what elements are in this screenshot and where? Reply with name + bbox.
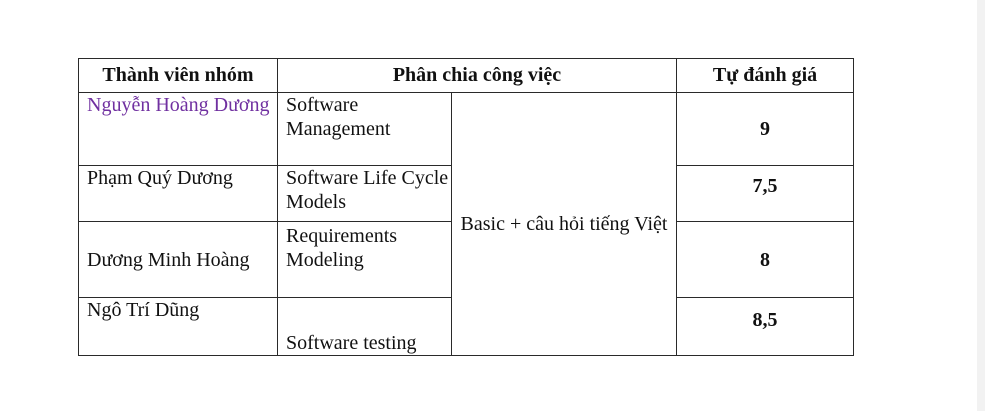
member-name: Nguyễn Hoàng Dương [78, 92, 278, 166]
member-name: Ngô Trí Dũng [78, 297, 278, 356]
member-name: Dương Minh Hoàng [78, 221, 278, 298]
table-row: Phạm Quý Dương Software Life Cycle Model… [78, 165, 854, 222]
shared-work-cell: Basic + câu hỏi tiếng Việt [451, 92, 677, 356]
work-assignment: Software Management [277, 92, 452, 166]
work-assignment: Requirements Modeling [277, 221, 452, 298]
header-work: Phân chia công việc [277, 58, 677, 93]
group-work-table: Thành viên nhóm Phân chia công việc Tự đ… [78, 58, 854, 356]
self-eval-score: 8 [676, 221, 854, 298]
table-row: Nguyễn Hoàng Dương Software Management B… [78, 92, 854, 356]
self-eval-score: 7,5 [676, 165, 854, 222]
header-member: Thành viên nhóm [78, 58, 278, 93]
header-self-eval: Tự đánh giá [676, 58, 854, 93]
self-eval-score: 8,5 [676, 297, 854, 356]
table-row: Dương Minh Hoàng Requirements Modeling 8 [78, 221, 854, 298]
table-header-row: Thành viên nhóm Phân chia công việc Tự đ… [78, 58, 854, 93]
work-assignment: Software testing [277, 297, 452, 356]
table-row: Ngô Trí Dũng Software testing 8,5 [78, 297, 854, 356]
work-assignment: Software Life Cycle Models [277, 165, 452, 222]
self-eval-score: 9 [676, 92, 854, 166]
page-edge-strip [977, 0, 985, 411]
member-name: Phạm Quý Dương [78, 165, 278, 222]
